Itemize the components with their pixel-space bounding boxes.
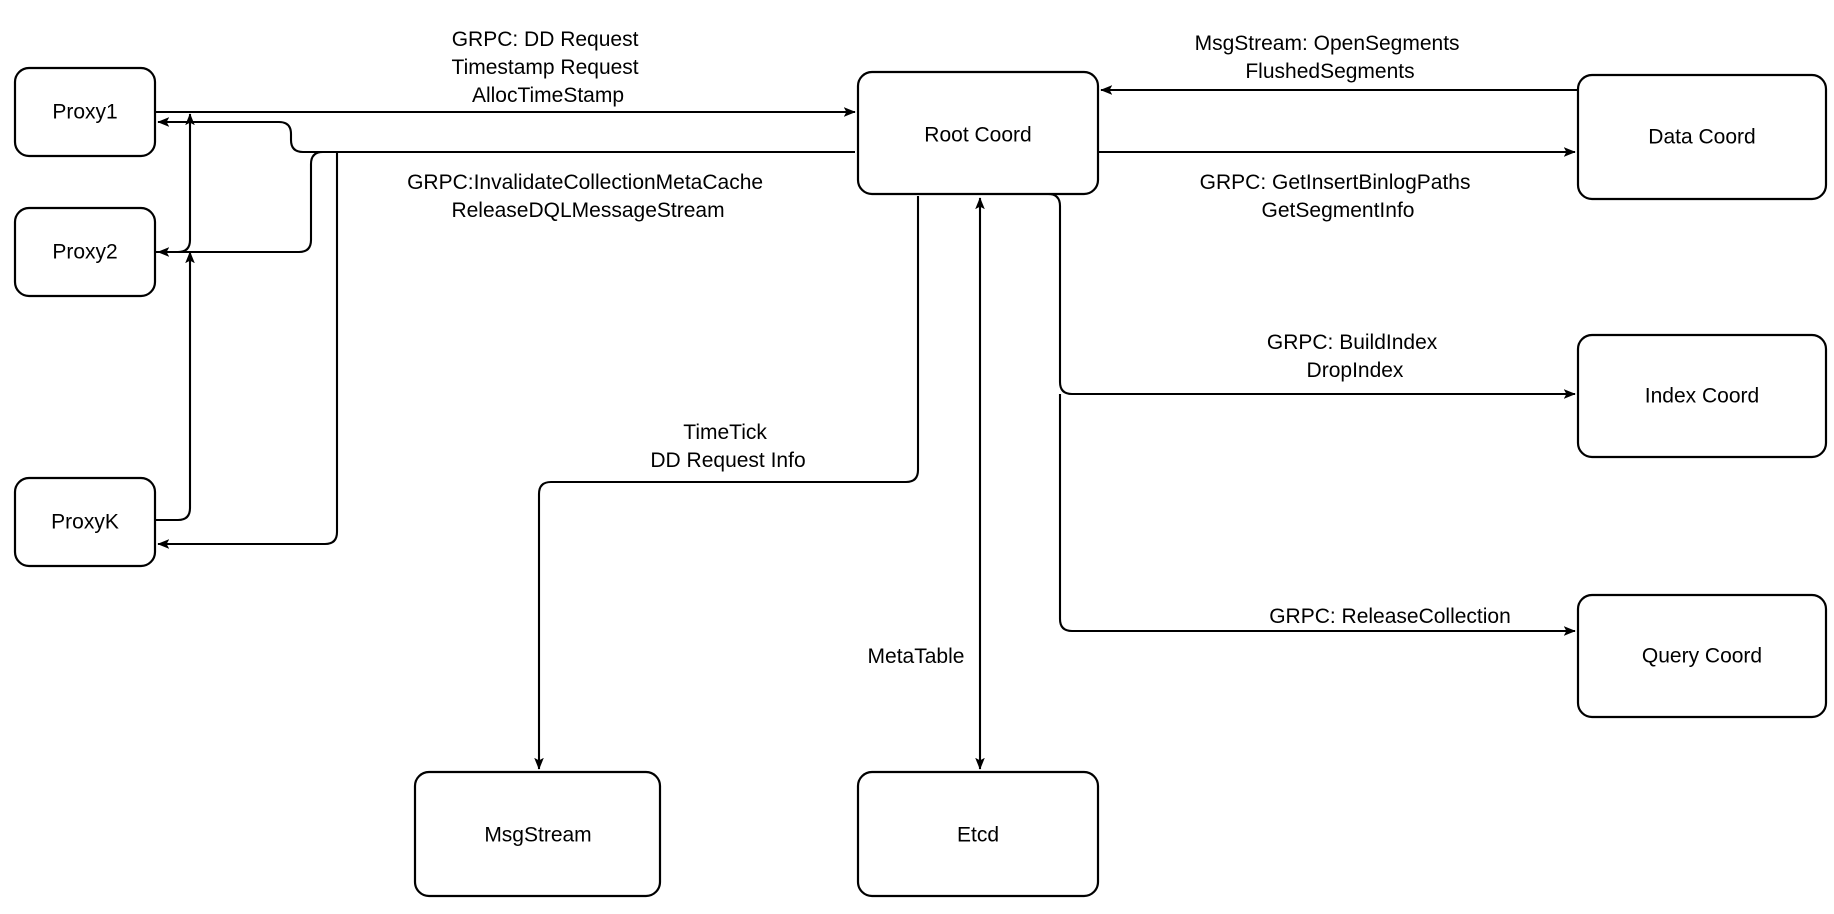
edge-label-line: DD Request Info [650, 449, 805, 472]
node-etcd[interactable]: Etcd [856, 770, 1100, 898]
edge-label-line: AllocTimeStamp [472, 84, 624, 107]
edge-label-line: TimeTick [683, 421, 767, 444]
node-rootcoord-box[interactable] [856, 70, 1100, 196]
edges-layer [155, 85, 1578, 770]
edge-label-line: GRPC: ReleaseCollection [1269, 605, 1511, 628]
edge-rootcoord-to-querycoord [1058, 394, 1576, 636]
node-proxy2-label: Proxy2 [52, 241, 117, 264]
edge-label-root-to-data: GRPC: GetInsertBinlogPaths GetSegmentInf… [1200, 171, 1477, 222]
node-msgstream[interactable]: MsgStream [413, 770, 662, 898]
nodes-layer: Proxy1 Proxy2 ProxyK Root Coord Data Coo… [13, 66, 1828, 898]
node-rootcoord[interactable]: Root Coord [856, 70, 1100, 196]
node-proxy2-box[interactable] [13, 206, 157, 298]
edge-rootcoord-to-proxyk [157, 151, 339, 549]
edge-label-line: MetaTable [868, 645, 965, 668]
node-datacoord[interactable]: Data Coord [1576, 73, 1828, 201]
edge-rootcoord-to-proxy2 [157, 150, 335, 257]
node-proxy2[interactable]: Proxy2 [13, 206, 157, 298]
edge-proxy2-to-rootcoord [155, 113, 195, 254]
edge-label-line: ReleaseDQLMessageStream [451, 199, 724, 222]
edge-label-line: Timestamp Request [452, 56, 639, 79]
edge-label-root-to-index: GRPC: BuildIndex DropIndex [1267, 331, 1443, 382]
node-etcd-box[interactable] [856, 770, 1100, 898]
node-rootcoord-label: Root Coord [924, 124, 1031, 147]
node-querycoord-label: Query Coord [1642, 645, 1762, 668]
edge-label-root-to-etcd: MetaTable [868, 645, 965, 668]
edge-label-line: MsgStream: OpenSegments [1195, 32, 1460, 55]
edge-rootcoord-to-proxy1 [157, 117, 855, 154]
edge-label-line: GRPC: GetInsertBinlogPaths [1200, 171, 1471, 194]
edge-label-line: DropIndex [1307, 359, 1404, 382]
edge-rootcoord-to-indexcoord [1047, 192, 1576, 399]
edge-label-line: GetSegmentInfo [1262, 199, 1415, 222]
node-proxy1-label: Proxy1 [52, 101, 117, 124]
edge-label-root-to-msgstream: TimeTick DD Request Info [650, 421, 805, 472]
edge-label-root-to-query: GRPC: ReleaseCollection [1269, 605, 1511, 628]
edge-label-proxy-to-root: GRPC: DD Request Timestamp Request Alloc… [452, 28, 645, 107]
node-querycoord[interactable]: Query Coord [1576, 593, 1828, 719]
node-querycoord-box[interactable] [1576, 593, 1828, 719]
node-proxyk[interactable]: ProxyK [13, 476, 157, 568]
edge-rootcoord-to-msgstream [534, 196, 920, 770]
edge-label-data-to-root: MsgStream: OpenSegments FlushedSegments [1195, 32, 1466, 83]
node-msgstream-label: MsgStream [484, 824, 591, 847]
edge-label-line: GRPC:InvalidateCollectionMetaCache [407, 171, 763, 194]
edge-label-root-to-proxy: GRPC:InvalidateCollectionMetaCache Relea… [407, 171, 769, 222]
node-datacoord-label: Data Coord [1648, 126, 1755, 149]
node-proxy1[interactable]: Proxy1 [13, 66, 157, 158]
edge-proxyk-to-rootcoord [155, 251, 195, 522]
edge-label-line: FlushedSegments [1245, 60, 1414, 83]
node-indexcoord[interactable]: Index Coord [1576, 333, 1828, 459]
edge-label-line: GRPC: DD Request [452, 28, 639, 51]
node-proxyk-box[interactable] [13, 476, 157, 568]
node-msgstream-box[interactable] [413, 770, 662, 898]
node-indexcoord-label: Index Coord [1645, 385, 1759, 408]
edge-labels-layer: GRPC: DD Request Timestamp Request Alloc… [407, 28, 1511, 668]
node-datacoord-box[interactable] [1576, 73, 1828, 201]
node-proxy1-box[interactable] [13, 66, 157, 158]
edge-label-line: GRPC: BuildIndex [1267, 331, 1438, 354]
node-proxyk-label: ProxyK [51, 511, 119, 534]
node-etcd-label: Etcd [957, 824, 999, 847]
node-indexcoord-box[interactable] [1576, 333, 1828, 459]
